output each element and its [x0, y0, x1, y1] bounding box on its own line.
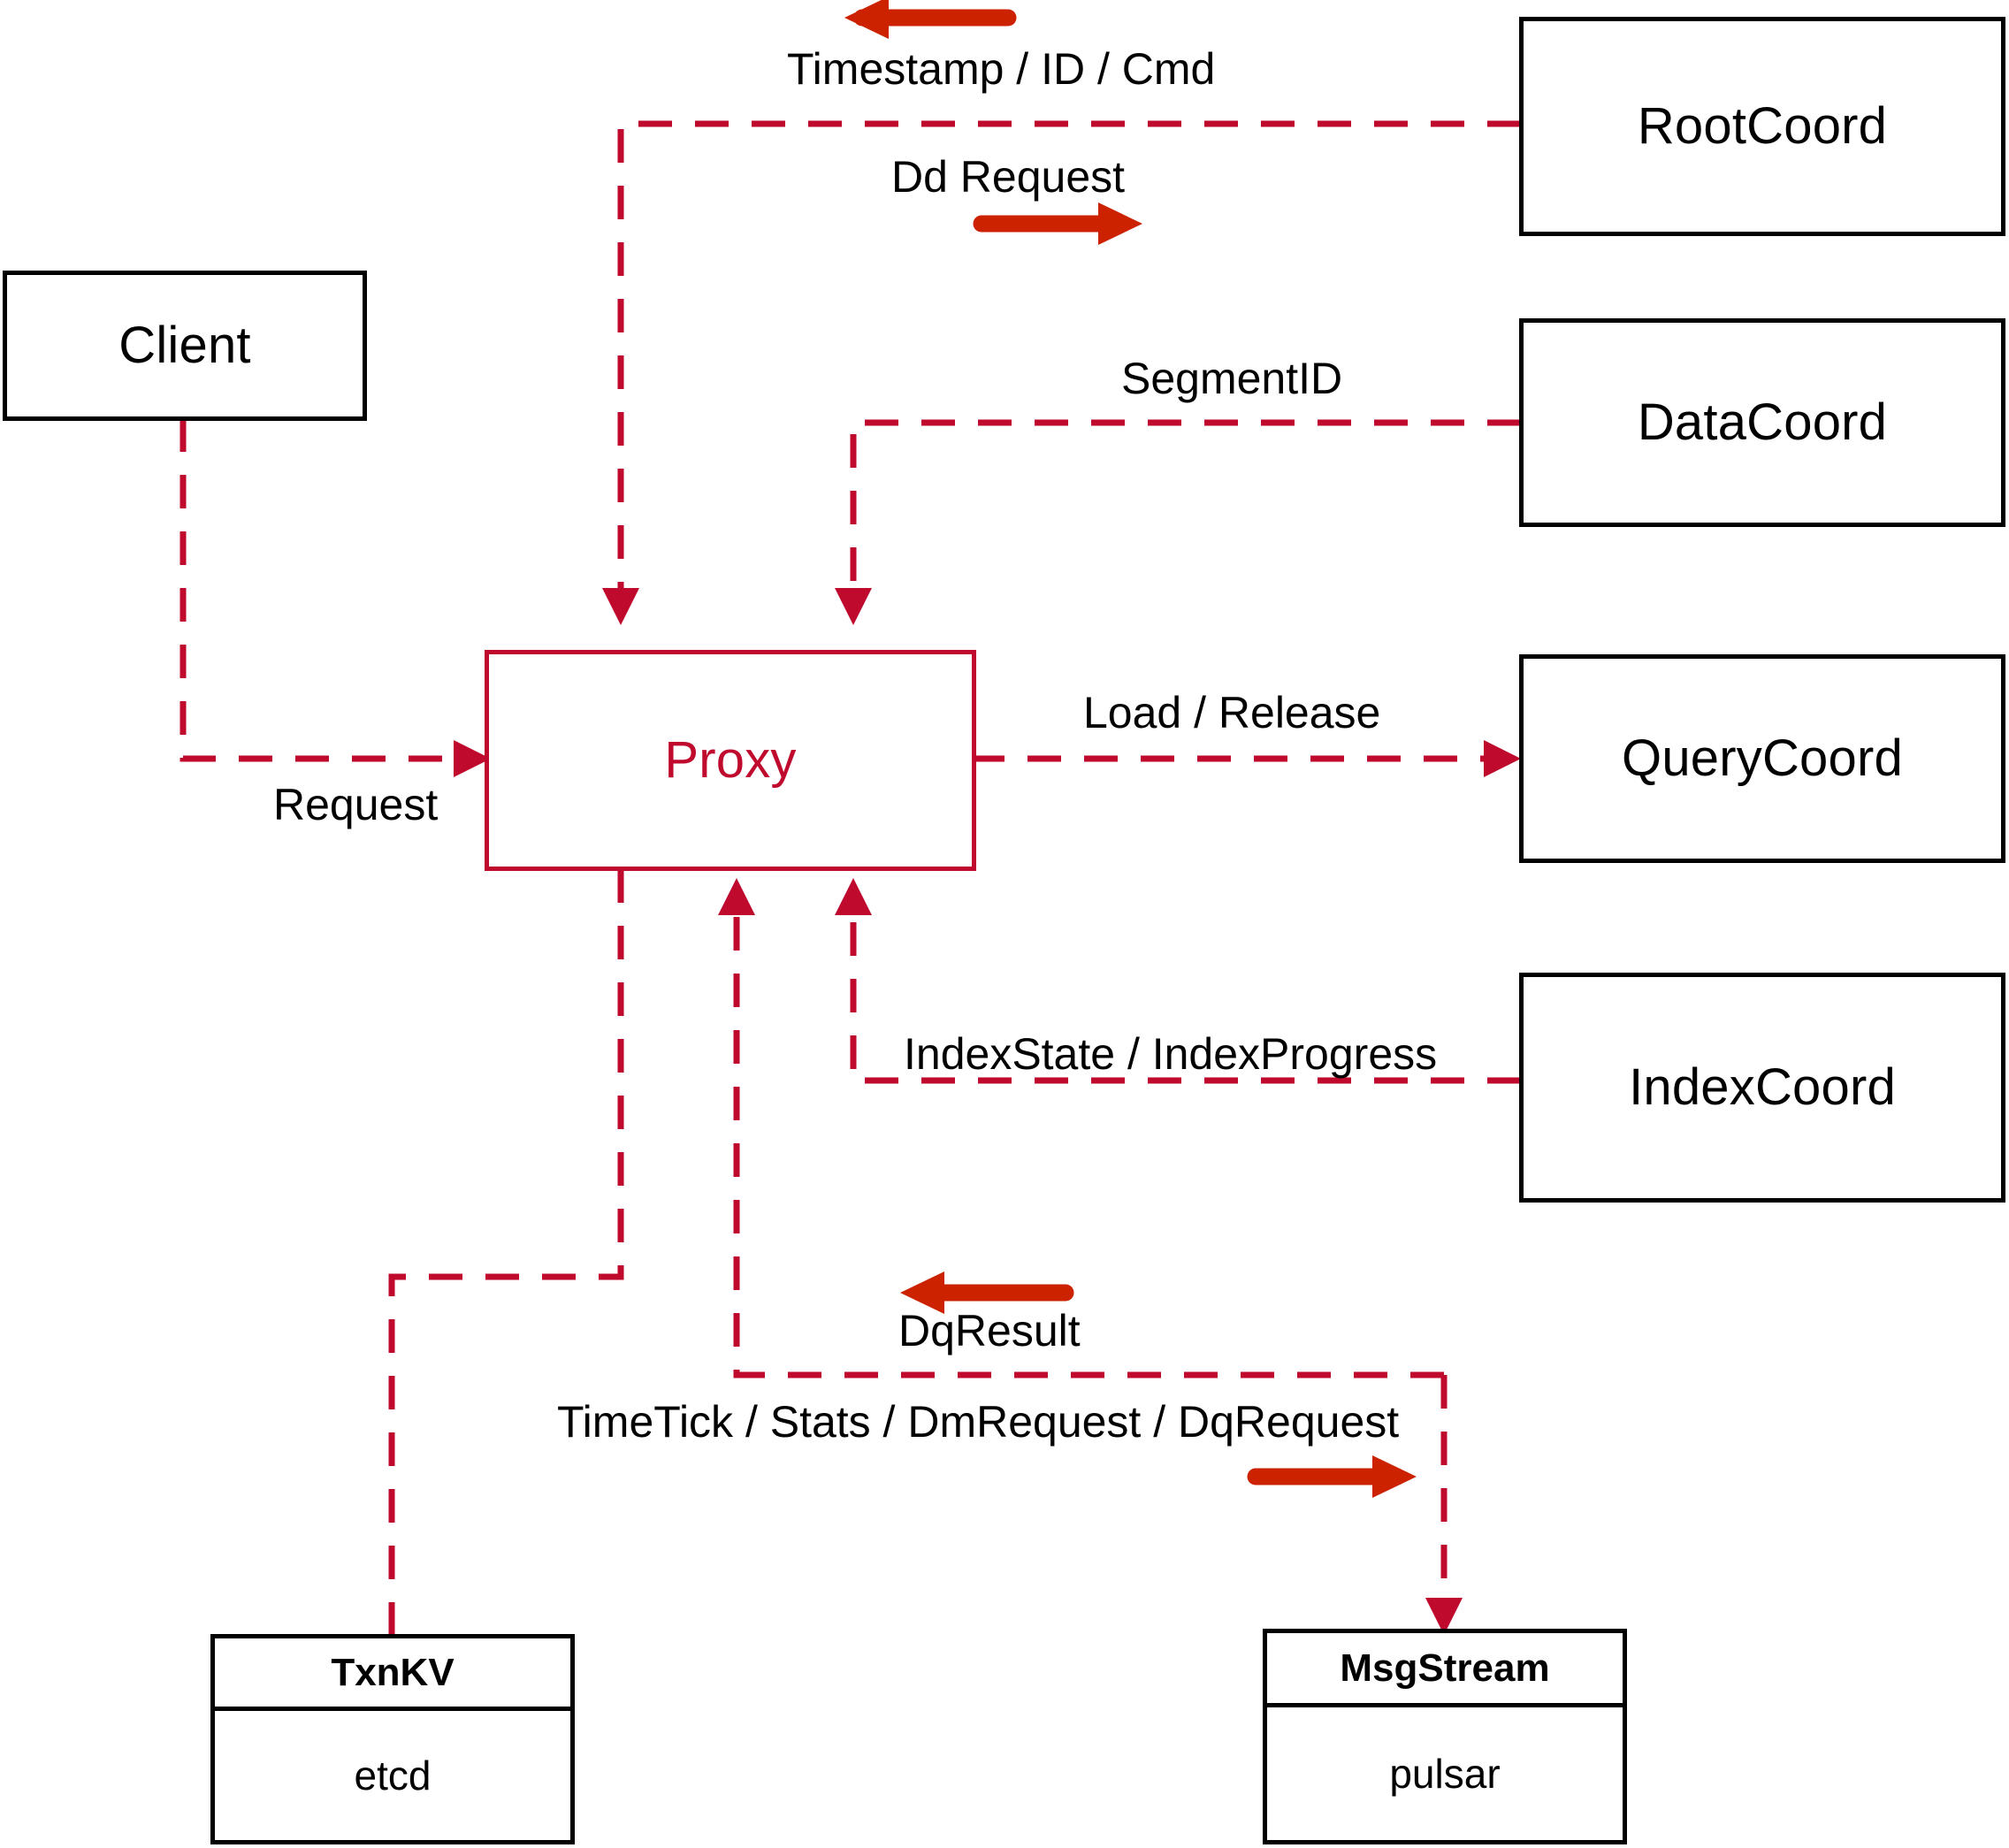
direction-arrow-timetick-right-icon [1247, 1455, 1417, 1498]
edge-segment-id [835, 419, 1521, 625]
edge-label-dq-result: DqResult [898, 1306, 1081, 1355]
node-txnkv[interactable]: TxnKV etcd [210, 1634, 575, 1844]
node-rootcoord[interactable]: RootCoord [1519, 17, 2005, 236]
node-txnkv-header: TxnKV [215, 1638, 570, 1711]
node-msgstream[interactable]: MsgStream pulsar [1263, 1629, 1627, 1844]
node-msgstream-body: pulsar [1267, 1707, 1623, 1840]
edge-label-timetick-stats: TimeTick / Stats / DmRequest / DqRequest [557, 1397, 1400, 1447]
edge-label-index-state-progress: IndexState / IndexProgress [904, 1029, 1438, 1079]
node-datacoord-label: DataCoord [1637, 393, 1888, 451]
node-rootcoord-label: RootCoord [1637, 97, 1888, 155]
edge-label-load-release: Load / Release [1083, 688, 1381, 737]
direction-arrow-timestamp-left-icon [844, 0, 1017, 39]
node-querycoord-label: QueryCoord [1622, 729, 1903, 787]
node-txnkv-body: etcd [215, 1711, 570, 1840]
node-txnkv-title: TxnKV [331, 1650, 455, 1694]
edge-dq-result [718, 878, 1444, 1378]
node-datacoord[interactable]: DataCoord [1519, 318, 2005, 527]
edge-label-request: Request [273, 780, 439, 829]
node-msgstream-impl: pulsar [1389, 1751, 1501, 1797]
edge-txnkv-link [388, 869, 624, 1636]
node-msgstream-header: MsgStream [1267, 1633, 1623, 1707]
node-client-label: Client [118, 317, 251, 374]
edge-request [180, 418, 491, 777]
node-msgstream-title: MsgStream [1340, 1646, 1550, 1690]
node-querycoord[interactable]: QueryCoord [1519, 654, 2005, 863]
node-indexcoord-label: IndexCoord [1629, 1058, 1896, 1116]
node-txnkv-impl: etcd [354, 1753, 432, 1798]
edge-label-dd-request: Dd Request [891, 152, 1126, 202]
edge-label-segment-id: SegmentID [1121, 354, 1343, 403]
edge-timestamp-id-cmd [602, 120, 1521, 625]
edge-label-timestamp-id-cmd: Timestamp / ID / Cmd [787, 44, 1216, 94]
node-indexcoord[interactable]: IndexCoord [1519, 973, 2005, 1203]
node-proxy[interactable]: Proxy [485, 650, 976, 871]
direction-arrow-dq-result-left-icon [900, 1271, 1074, 1314]
node-proxy-label: Proxy [664, 731, 797, 789]
node-client[interactable]: Client [3, 271, 367, 421]
direction-arrow-dd-request-right-icon [973, 202, 1142, 245]
edge-index-state-progress [835, 878, 1521, 1084]
